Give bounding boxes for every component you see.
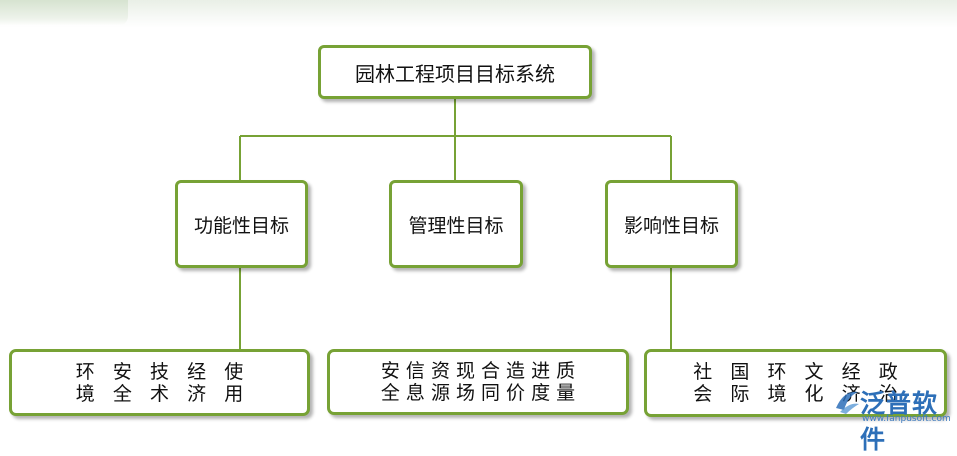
category-label: 管理性目标 [408, 214, 504, 237]
root-label: 园林工程项目目标系统 [355, 61, 555, 86]
leaf-line-bottom: 会 际 境 化 济 治 [693, 383, 898, 405]
category-label: 影响性目标 [623, 214, 719, 237]
leaf-node-impact: 社 国 环 文 经 政 会 际 境 化 济 治 [644, 349, 947, 417]
leaf-line-top: 环 安 技 经 使 [75, 360, 244, 383]
category-node-management: 管理性目标 [389, 180, 523, 268]
top-decor-tab [0, 0, 128, 26]
watermark-logo: 泛普软件 www.fanpusoft.com [826, 384, 954, 454]
leaf-node-functional: 环 安 技 经 使 境 全 术 济 用 [9, 349, 310, 416]
root-node: 园林工程项目目标系统 [318, 45, 592, 99]
top-decor-bar [0, 0, 957, 28]
watermark-url: www.fanpusoft.com [862, 414, 951, 424]
leaf-line-bottom: 境 全 术 济 用 [75, 382, 244, 405]
category-label: 功能性目标 [193, 214, 289, 237]
leaf-line-top: 安 信 资 现 合 造 进 质 [380, 360, 576, 382]
leaf-node-management: 安 信 资 现 合 造 进 质 全 息 源 场 同 价 度 量 [327, 349, 629, 415]
leaf-line-top: 社 国 环 文 经 政 [693, 361, 898, 383]
connector-lines [239, 99, 672, 349]
category-node-impact: 影响性目标 [605, 180, 738, 268]
fanpu-logo-icon [836, 391, 859, 414]
leaf-line-bottom: 全 息 源 场 同 价 度 量 [380, 382, 576, 404]
category-node-functional: 功能性目标 [175, 180, 308, 268]
